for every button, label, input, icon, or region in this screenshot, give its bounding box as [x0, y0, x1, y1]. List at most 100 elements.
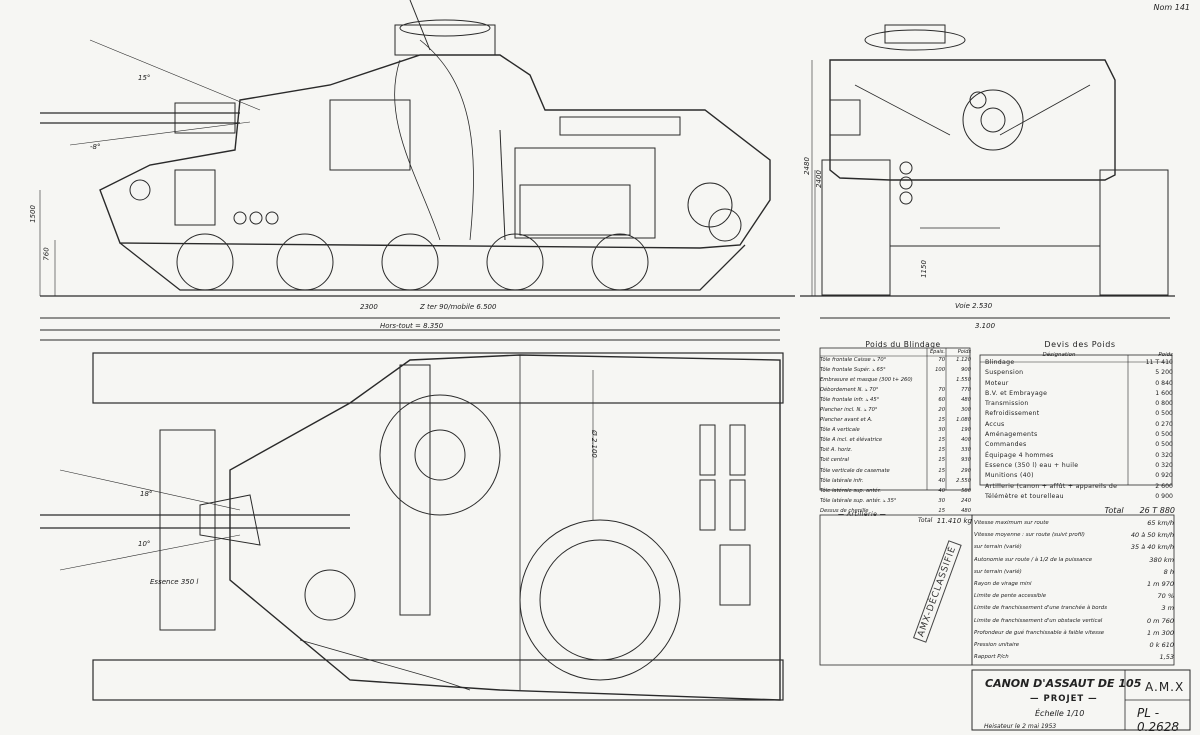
armor-weight: 1.550 — [956, 377, 971, 384]
armor-weight: 190 — [961, 427, 971, 434]
plan-angle-left: 18° — [140, 490, 153, 498]
performance-label: Pression unitaire — [974, 641, 1020, 648]
performance-value: 40 à 50 km/h — [1130, 531, 1174, 540]
weight-item-value: 1 600 — [1155, 389, 1173, 397]
performance-value: 1,53 — [1159, 653, 1174, 662]
table-frames — [819, 347, 1191, 731]
col-thickness: Epais. — [930, 349, 945, 355]
performance-label: Limite de pente accessible — [974, 593, 1047, 600]
performance-row: Limite de franchissement d'un obstacle v… — [974, 615, 1174, 627]
side-view — [39, 0, 795, 341]
armor-thickness: 15 — [938, 457, 945, 464]
armor-part-name: Plancher avant et A. — [820, 417, 873, 424]
drawing-subtitle: — PROJET — — [1030, 694, 1098, 704]
weight-item-name: Refroidissement — [985, 410, 1040, 418]
dim-total-length: Hors-tout = 8.350 — [380, 322, 444, 330]
weight-item-name: Aménagements — [985, 431, 1038, 439]
armor-part-name: Tôle A incl. et élévatrice — [820, 437, 883, 444]
performance-label: Limite de franchissement d'un obstacle v… — [974, 617, 1103, 624]
weight-item-name: Essence (350 l) eau + huile — [985, 461, 1079, 469]
plan-inner-width: Ø 2.100 — [589, 430, 598, 458]
dim-total-width: 3.100 — [975, 322, 996, 330]
armor-thickness: 15 — [938, 507, 945, 514]
weight-item-name: Suspension — [985, 369, 1024, 377]
weight-row: B.V. et Embrayage 1 600 — [985, 389, 1175, 399]
armor-weight-table: Poids du Blindage Epais. Poids Tôle fron… — [820, 340, 972, 525]
armor-weight: 1.080 — [956, 417, 971, 424]
armor-thickness: 15 — [938, 417, 945, 424]
armor-part-name: Dessus de chenille — [820, 507, 869, 514]
drawing-title: CANON D'ASSAUT DE 105 — [985, 677, 1142, 690]
dim-roof-height: 2400 — [814, 170, 823, 188]
armor-row: Plancher avant et A. 15 1.080 — [820, 415, 972, 425]
armor-weight: 480 — [961, 397, 971, 404]
dim-sill-height: 1150 — [919, 260, 928, 278]
maker-mark: A.M.X — [1145, 680, 1185, 694]
weight-item-value: 0 320 — [1155, 451, 1173, 459]
col-weight-total: Poids — [1158, 352, 1173, 358]
weight-row: Aménagements 0 500 — [985, 430, 1175, 440]
armor-thickness: 15 — [938, 437, 945, 444]
plan-angle-right: 10° — [138, 540, 151, 548]
weights-total-label: Total — [1104, 506, 1124, 516]
armor-thickness: 15 — [938, 467, 945, 474]
armor-part-name: Tôle A verticale — [820, 427, 860, 434]
drawing-scale: Échelle 1/10 — [1035, 709, 1085, 718]
performance-label: Limite de franchissement d'une tranchée … — [974, 605, 1108, 612]
weight-item-value: 0 500 — [1155, 441, 1173, 449]
weight-item-value: 0 320 — [1155, 461, 1173, 469]
performance-label: Autonomie sur route / à 1/2 de la puissa… — [974, 556, 1093, 563]
armor-total-label: Total — [918, 516, 933, 524]
armor-weight: 400 — [961, 437, 971, 444]
weight-item-name: Télémètre et tourelleau — [985, 492, 1064, 500]
armor-thickness: 40 — [938, 487, 945, 494]
performance-value: 1 m 300 — [1146, 628, 1174, 637]
performance-value: 0 k 610 — [1149, 640, 1174, 649]
col-designation: Désignation — [1042, 352, 1076, 358]
weight-item-name: Commandes — [985, 441, 1027, 449]
armor-thickness: 70 — [938, 387, 945, 394]
angle-depression: -8° — [90, 143, 101, 151]
armor-part-name: Toit central — [820, 457, 849, 464]
weight-item-value: 0 270 — [1155, 420, 1173, 428]
armor-weight: 770 — [961, 387, 971, 394]
performance-label: sur terrain (varié) — [974, 568, 1022, 575]
armor-thickness: 20 — [938, 407, 945, 414]
weight-item-value: 0 500 — [1155, 410, 1173, 418]
weight-item-name: B.V. et Embrayage — [985, 389, 1048, 397]
weight-item-name: Accus — [985, 420, 1005, 428]
weight-item-value: 0 500 — [1155, 431, 1173, 439]
performance-row: sur terrain (varié)35 à 40 km/h — [974, 541, 1174, 553]
performance-row: Autonomie sur route / à 1/2 de la puissa… — [974, 554, 1174, 566]
dim-ground-height: 760 — [42, 247, 51, 261]
armor-part-name: Tôle verticale de casemate — [820, 467, 890, 474]
performance-row: Limite de franchissement d'une tranchée … — [974, 602, 1174, 614]
performance-value: 65 km/h — [1147, 519, 1174, 527]
weight-row: Essence (350 l) eau + huile 0 320 — [985, 461, 1175, 471]
performance-value: 35 à 40 km/h — [1130, 543, 1174, 552]
weight-item-value: 2 600 — [1155, 482, 1173, 490]
performance-row: Pression unitaire 0 k 610 — [974, 639, 1174, 651]
armor-thickness: 30 — [938, 497, 945, 504]
performance-value: 0 m 760 — [1146, 616, 1174, 625]
armor-thickness: 40 — [938, 477, 945, 484]
armor-thickness: 70 — [938, 357, 945, 363]
weight-row: Commandes 0 500 — [985, 440, 1175, 450]
angle-elevation: 15° — [138, 74, 151, 82]
fuel-note: Essence 350 l — [150, 578, 199, 586]
